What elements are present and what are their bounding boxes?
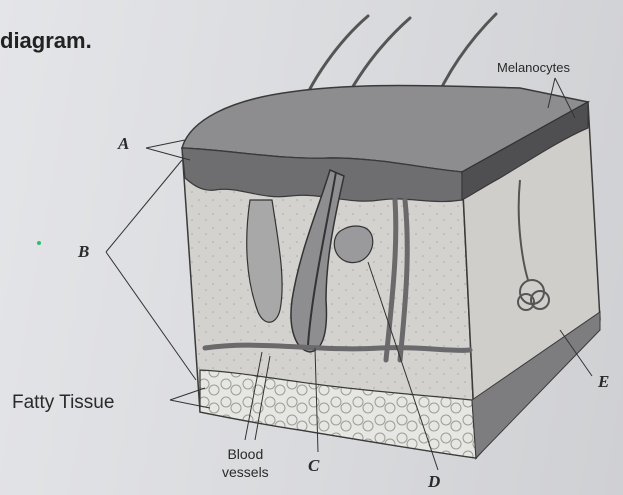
label-e: E (598, 372, 609, 392)
label-a: A (118, 134, 129, 154)
green-marker-dot (37, 241, 41, 245)
label-d: D (428, 472, 440, 492)
label-b: B (78, 242, 89, 262)
sebaceous-gland (334, 226, 372, 263)
label-blood-vessels-line2: vessels (222, 464, 269, 480)
label-fatty-tissue: Fatty Tissue (12, 392, 114, 414)
label-c: C (308, 456, 319, 476)
label-blood-vessels-line1: Blood (227, 446, 263, 462)
label-melanocytes: Melanocytes (497, 60, 570, 75)
label-blood-vessels: Blood vessels (222, 445, 269, 481)
